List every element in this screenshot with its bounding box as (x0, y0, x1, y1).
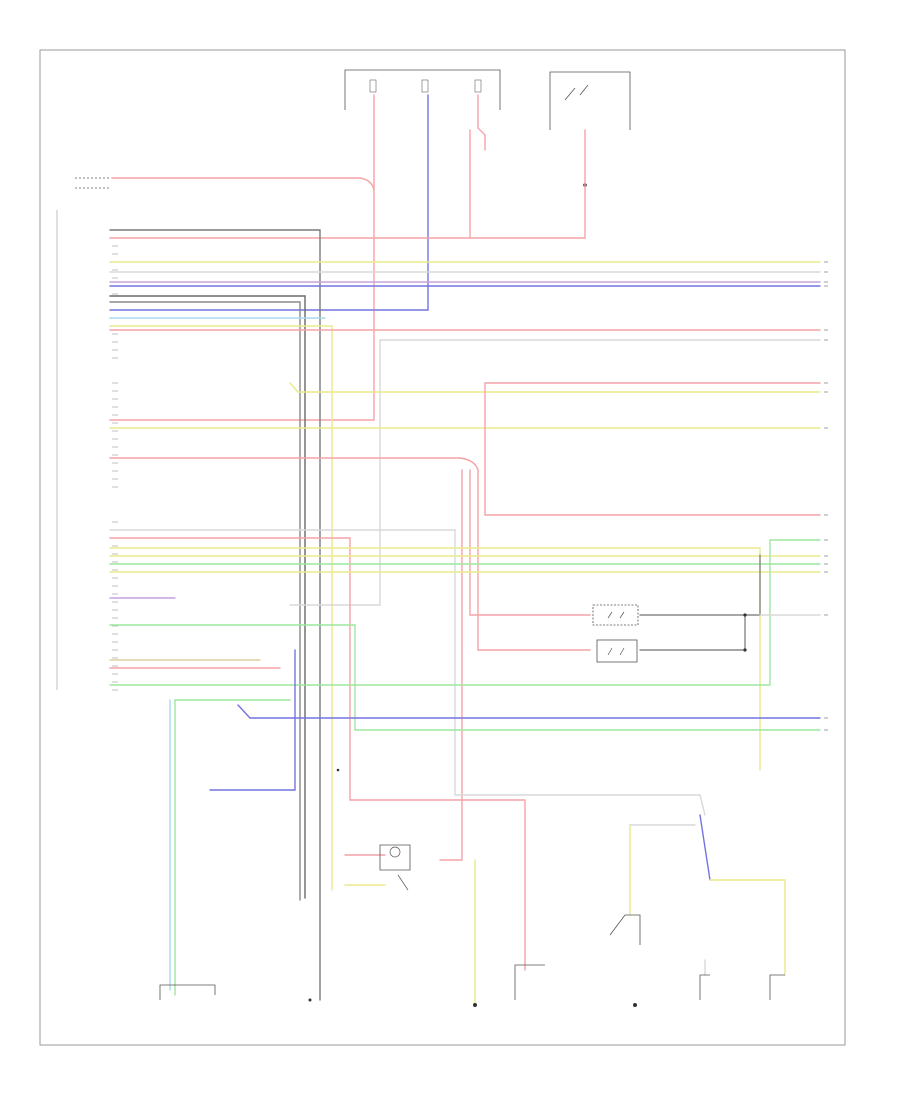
connector-pins (112, 229, 118, 691)
bottom-components (159, 768, 785, 1007)
relay-boxes (592, 604, 747, 663)
left-sensor (75, 177, 110, 189)
right-terminals (824, 261, 828, 731)
wire-harness (109, 94, 821, 1006)
fuse-block-top (344, 69, 631, 187)
diagram-frame (39, 49, 846, 1046)
